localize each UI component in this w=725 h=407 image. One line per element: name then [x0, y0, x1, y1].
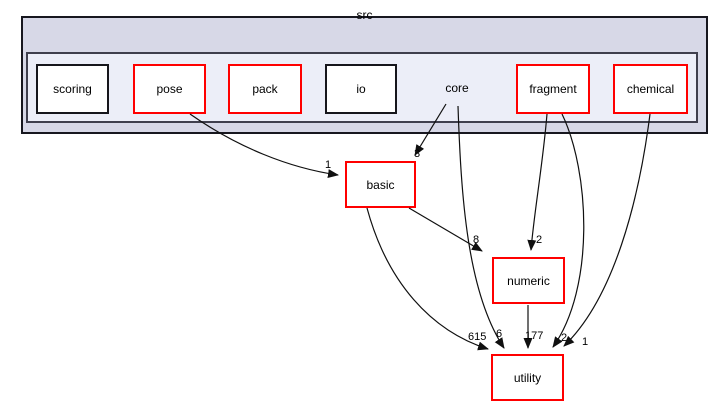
edge-fragment-numeric [527, 113, 548, 251]
node-basic-label: basic [366, 177, 395, 192]
node-pose[interactable]: pose [133, 64, 206, 114]
node-io-label: io [356, 82, 366, 96]
edge-count-core-basic[interactable]: 3 [414, 148, 420, 160]
node-fragment[interactable]: fragment [516, 64, 590, 114]
node-core: core [430, 70, 484, 106]
edge-count-basic-numeric[interactable]: 8 [473, 234, 479, 246]
edge-basic-numeric [408, 207, 483, 252]
node-fragment-label: fragment [529, 82, 577, 96]
edge-core-utility [457, 105, 505, 349]
edge-count-chemical-utility[interactable]: 1 [582, 336, 588, 348]
edge-chemical-utility [563, 113, 651, 347]
edge-fragment-utility [552, 113, 585, 348]
node-numeric[interactable]: numeric [492, 257, 565, 304]
node-scoring-label: scoring [53, 82, 92, 96]
node-basic[interactable]: basic [345, 161, 416, 208]
edge-count-fragment-utility[interactable]: 2 [561, 332, 567, 344]
edge-count-numeric-utility[interactable]: 177 [525, 330, 543, 342]
node-pack-label: pack [252, 82, 278, 96]
edge-basic-utility [366, 207, 489, 351]
node-numeric-label: numeric [507, 273, 550, 288]
node-pose-label: pose [156, 82, 183, 96]
node-scoring[interactable]: scoring [36, 64, 109, 114]
node-chemical[interactable]: chemical [613, 64, 688, 114]
node-core-label: core [445, 81, 469, 95]
edge-count-core-utility[interactable]: 6 [496, 328, 502, 340]
node-chemical-label: chemical [626, 82, 675, 96]
edge-count-basic-utility[interactable]: 615 [468, 331, 486, 343]
node-utility-label: utility [513, 370, 542, 385]
cluster-src-label: src [356, 8, 373, 22]
node-utility[interactable]: utility [491, 354, 564, 401]
edge-count-pose-basic[interactable]: 1 [325, 159, 331, 171]
node-io[interactable]: io [325, 64, 397, 114]
edge-count-fragment-numeric[interactable]: 2 [536, 234, 542, 246]
node-pack[interactable]: pack [228, 64, 302, 114]
